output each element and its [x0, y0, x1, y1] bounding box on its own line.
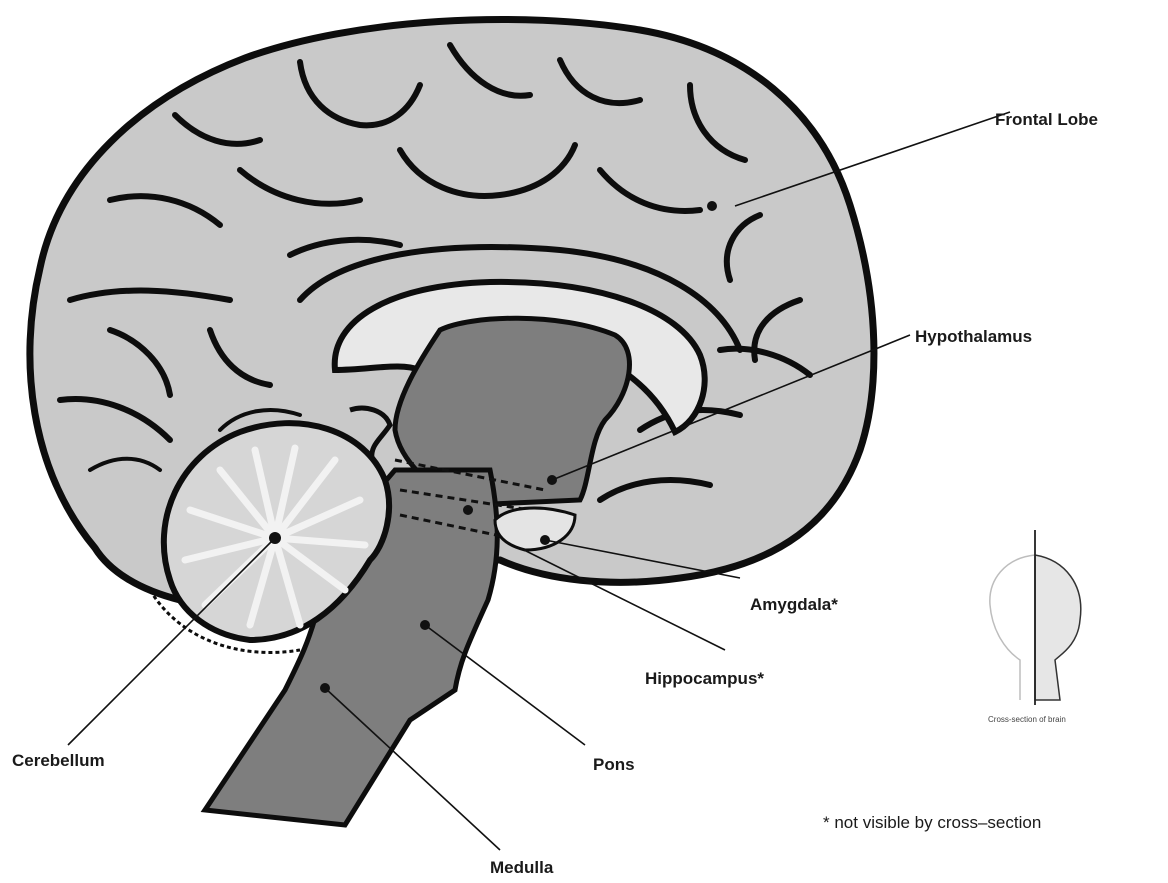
label-pons: Pons	[593, 755, 635, 774]
inset-head-diagram	[990, 530, 1081, 705]
label-hippocampus: Hippocampus*	[645, 669, 764, 688]
label-medulla: Medulla	[490, 858, 554, 877]
inset-caption: Cross-section of brain	[988, 715, 1066, 724]
footnote: * not visible by cross–section	[823, 813, 1041, 832]
label-cerebellum: Cerebellum	[12, 751, 105, 770]
label-hypothalamus: Hypothalamus	[915, 327, 1032, 346]
label-amygdala: Amygdala*	[750, 595, 838, 614]
label-frontal-lobe: Frontal Lobe	[995, 110, 1098, 129]
